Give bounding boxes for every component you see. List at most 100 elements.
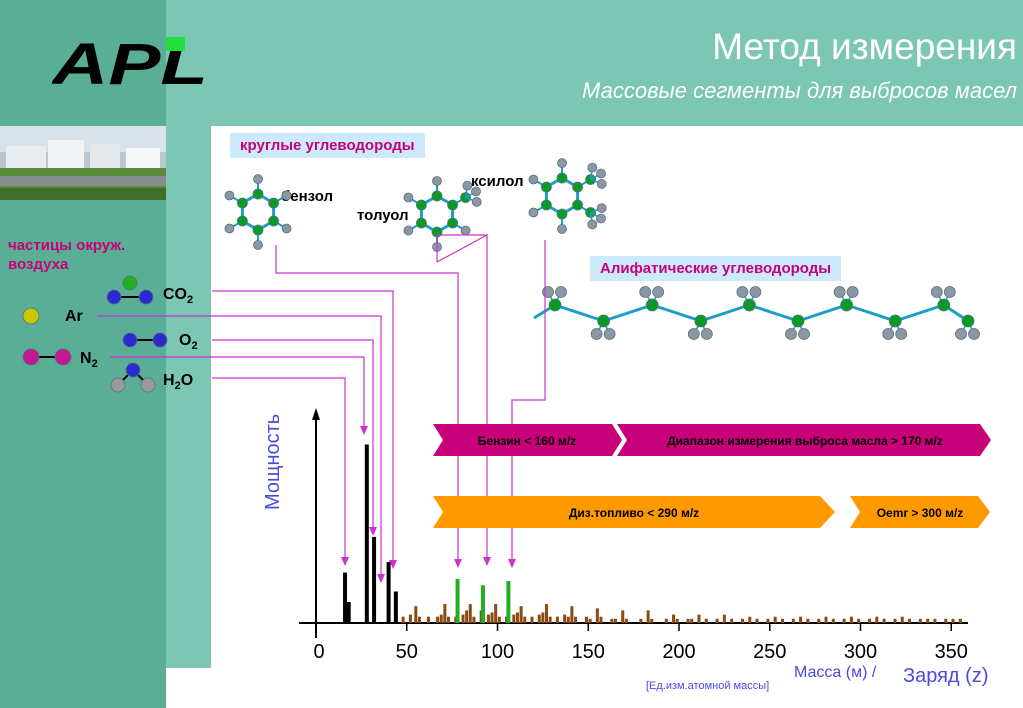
connector-lines [97,233,546,583]
aliphatic-hydrogen [833,286,846,298]
aliphatic-hydrogen [542,286,554,298]
oil-peak-bar [446,616,450,623]
h2o-hydrogen-atom [110,377,126,393]
oil-peak-bar [672,614,676,623]
oil-peak-bar [570,606,574,623]
x-axis-unit-label: [Ед.изм.атомной массы] [646,680,770,692]
toluene-connector-top [436,234,487,262]
aliphatic-hydrogen [590,328,603,340]
oil-peak-bar [741,618,745,623]
benzene-hydrogen [224,190,235,201]
oil-peak-bar [715,618,719,623]
oil-peak-bar [563,614,567,623]
aliphatic-hydrogen [603,328,616,340]
xylene-hydrogen [557,224,567,234]
oil-peak-bar [599,616,603,623]
y-axis-label: Мощность [262,413,284,510]
aromatic-peak-bar [455,578,460,623]
xylene-hydrogen [528,207,539,218]
molecule-drawings [22,158,980,393]
toluene-hydrogen [471,197,482,207]
o2-connector [212,339,374,528]
oil-peak-bar [748,616,752,623]
page-title: Метод измерения [712,26,1017,67]
air-peak-bar [393,591,398,623]
oil-peak-bar [414,606,418,623]
oil-peak-bar [541,612,545,623]
xylene-hydrogen [587,219,598,230]
benzene-hydrogen [281,223,292,234]
n2-text: N [80,350,92,367]
aliphatic-carbon [937,298,951,312]
oil-peak-bar [675,618,679,623]
toluene-carbon [416,217,427,229]
aliphatic-hydrogen [749,286,762,298]
oil-peak-bar [933,618,937,623]
oil-peak-bar [857,618,861,623]
o2-text: O [179,332,192,349]
oil-peak-bar [530,616,534,623]
x-axis-label-mass: Масса (м) / [794,664,877,681]
oil-peak-bar [686,618,690,623]
diesel-range-arrow [433,496,835,528]
h2o-connector [212,377,346,558]
xylene-hydrogen [596,203,607,213]
air-peak-bar [346,602,351,623]
oil-peak-bar [780,618,784,623]
oil-peak-bar [427,616,431,623]
benzene-hydrogen [224,223,235,234]
petrol-range-arrow [433,424,622,456]
aliphatic-carbon [597,314,610,328]
aliphatic-hydrogen [652,286,665,298]
oil-peak-bar [791,618,795,623]
oil-peak-bar [817,618,821,623]
benzene-carbon [252,224,264,236]
ambient-label-line1: частицы окруж. [8,237,126,254]
xylene-carbon [541,199,552,211]
ar-connector [97,315,382,575]
oil-peak-bar [443,604,447,623]
x-tick-label: 150 [571,641,605,663]
oil-range-text: Диапазон измерения выброса масла > 170 м… [667,434,943,448]
ar-label: Ar [65,308,83,326]
aliphatic-bond [894,303,945,323]
benzene-label: бензол [281,188,334,205]
benzene-hydrogen [253,174,263,184]
co2-subscript: 2 [187,294,194,307]
ambient-particles-label: частицы окруж. воздуха [8,236,125,274]
oil-peak-bar [646,610,650,623]
xylene-hydrogen [596,213,606,224]
h2o-label: H2O [163,372,193,392]
toluene-carbon [416,199,427,211]
oil-peak-bar [613,618,617,623]
xylene-hydrogen [557,158,567,168]
ar-connector-arrowhead [377,574,385,583]
oil-peak-bar [926,618,930,623]
x-tick-label: 100 [480,641,515,663]
aliphatic-hydrogen [700,328,713,340]
n2-subscript: 2 [91,358,98,371]
factory-photo [0,126,166,200]
header-band [166,0,1023,126]
x-axis-label-charge: Заряд (z) [903,665,989,687]
aliphatic-hydrogen [930,286,943,298]
toluene-hydrogen [460,225,471,236]
ar-text: Ar [65,308,83,325]
oil-peak-bar [545,604,549,623]
x-tick-label: 50 [395,641,418,663]
oil-peak-bar [730,618,734,623]
aliphatic-carbon [743,298,756,312]
aliphatic-carbon [694,314,708,328]
toluene-hydrogen [462,180,473,191]
xylene-carbon [541,181,552,193]
benzene-connector [275,245,459,560]
aliphatic-hydrogen [846,286,859,298]
co2-text: CO [163,286,187,303]
co2-connector [212,290,394,561]
page-subtitle: Массовые сегменты для выбросов масел [582,78,1017,103]
h2o-connector-arrowhead [341,557,349,566]
oil-peak-bar [893,618,897,623]
oil-peak-bar [523,616,527,623]
oil-peak-bar [588,618,592,623]
